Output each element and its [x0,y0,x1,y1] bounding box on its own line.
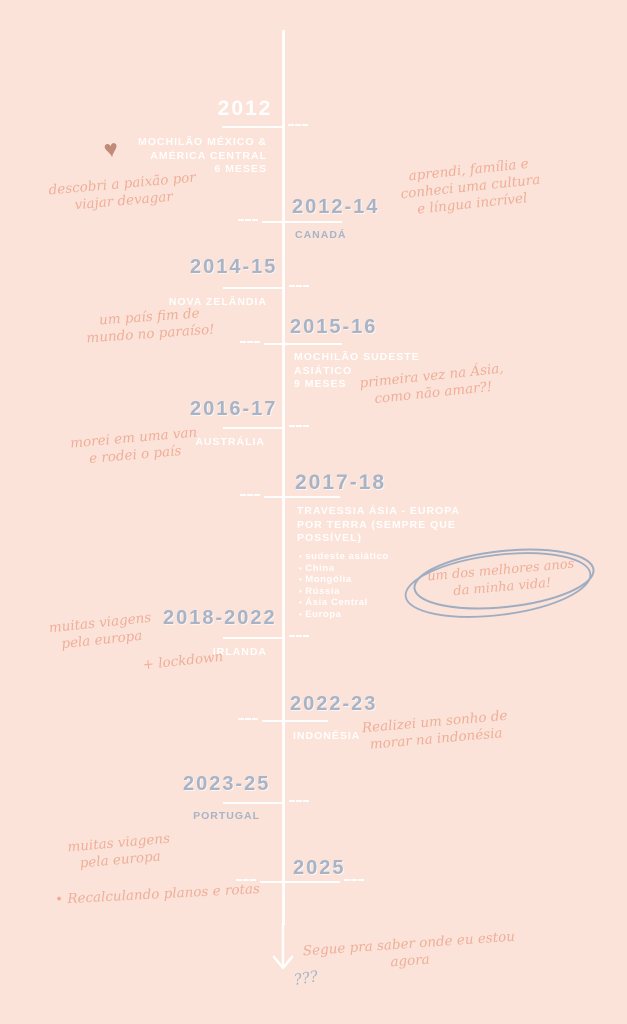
year-2023-25: 2023-25 [183,773,271,795]
label-line: AUSTRÁLIA [195,436,265,448]
label-line: INDONÉSIA [293,730,361,742]
label-line: CANADÁ [295,229,347,241]
tick-2016-17 [223,425,309,429]
year-2025: 2025 [293,857,346,879]
tick-2014-15 [223,285,309,289]
label-line: IRLANDA [212,646,267,658]
tick-2012-14 [238,219,342,223]
label-2017-18: TRAVESSIA ÁSIA - EUROPA POR TERRA (SEMPR… [297,505,477,546]
note-2016-17: morei em uma van e rodei o país [61,424,208,471]
note-2025: muitas viagens pela europa [51,829,188,875]
year-2016-17: 2016-17 [190,398,278,420]
label-line: 6 MESES [214,163,267,175]
note-2014-15: um país fim de mundo no paraíso! [69,303,231,348]
route-bullet: sudeste asiático [299,551,389,563]
year-2022-23: 2022-23 [290,693,378,715]
route-bullet: Rússia [299,586,389,598]
label-2018-2022: IRLANDA [147,646,267,660]
label-2015-16: MOCHILÃO SUDESTE ASIÁTICO 9 MESES [294,351,464,392]
year-2018-2022: 2018-2022 [163,607,277,629]
year-2017-18: 2017-18 [295,471,387,494]
label-2014-15: NOVA ZELÂNDIA [95,296,267,310]
label-line: MOCHILÃO SUDESTE [294,351,420,363]
label-2012-14: CANADÁ [295,229,415,243]
label-line: AMÉRICA CENTRAL [150,149,267,162]
timeline-axis [282,30,285,925]
note-2012-14: aprendi, família e conheci uma cultura e… [386,154,555,222]
year-2012: 2012 [217,97,273,120]
note-bottom: Segue pra saber onde eu estou agora [301,929,518,978]
label-line: 9 MESES [294,378,347,390]
route-bullet: Mongólia [299,574,389,586]
label-2023-25: PORTUGAL [145,810,260,824]
label-line: PORTUGAL [193,810,260,822]
tick-2022-23 [238,718,328,722]
label-line: MOCHILÃO MÉXICO & [138,136,267,148]
label-line: NOVA ZELÂNDIA [168,296,267,308]
label-2012: MOCHILÃO MÉXICO & AMÉRICA CENTRAL 6 MESE… [95,136,267,177]
label-2022-23: INDONÉSIA [293,730,413,744]
year-2014-15: 2014-15 [190,256,278,278]
label-line: POSSÍVEL) [297,532,363,544]
route-bullet: Ásia Central [299,597,389,609]
tick-2017-18 [240,494,340,498]
tick-2015-16 [240,341,342,345]
tick-2025 [236,879,364,883]
tick-2012 [222,124,308,128]
route-bullet-list: sudeste asiático China Mongólia Rússia Á… [299,551,389,620]
down-arrow-icon [272,922,294,970]
note-recalculating: • Recalculando planos e rotas [55,880,276,908]
label-line: TRAVESSIA ÁSIA - EUROPA [297,505,461,517]
note-line: • Recalculando planos e rotas [54,881,261,908]
note-2012: descobri a paixão por viajar devagar [47,170,199,217]
route-bullet: Europa [299,609,389,621]
label-line: ASIÁTICO [294,364,353,377]
label-line: POR TERRA (SEMPRE QUE [297,518,456,531]
year-2012-14: 2012-14 [292,196,380,218]
tick-2023-25 [223,800,309,804]
tick-2018-2022 [223,635,309,639]
route-bullet: China [299,563,389,575]
highlight-ellipse [404,548,595,618]
year-2015-16: 2015-16 [290,316,378,338]
label-2016-17: AUSTRÁLIA [145,436,265,450]
